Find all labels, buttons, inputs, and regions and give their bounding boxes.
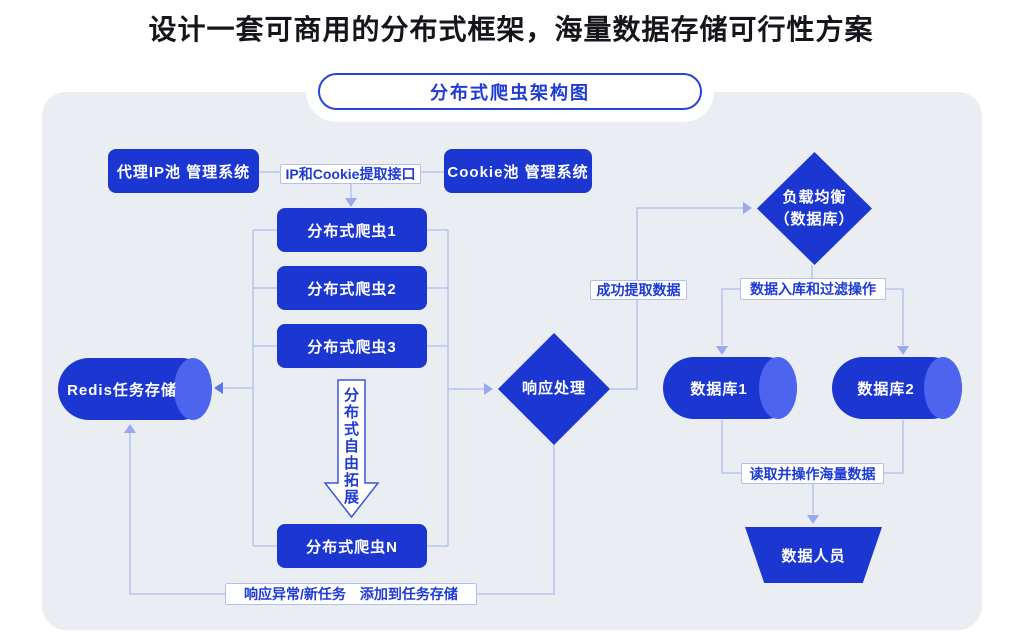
node-database-1-label: 数据库1 [690, 380, 748, 398]
edge-response-to-exception [477, 445, 555, 595]
cylinder-cap-icon [924, 357, 962, 419]
node-crawler-2: 分布式爬虫2 [277, 266, 427, 310]
label-success-extract: 成功提取数据 [590, 280, 687, 300]
label-ip-cookie-api: IP和Cookie提取接口 [280, 164, 421, 184]
expand-arrow-text: 分布式自由拓展 [342, 387, 359, 506]
node-data-staff: 数据人员 [745, 527, 882, 583]
node-redis-store: Redis任务存储 [58, 358, 212, 420]
label-exception-new-task: 响应异常/新任务 添加到任务存储 [225, 583, 477, 605]
edge-left-bracket [223, 229, 277, 547]
label-store-and-filter: 数据入库和过滤操作 [740, 278, 886, 300]
arrow-right-loadbalance-icon [743, 202, 752, 214]
edge-db2-to-readlabel [884, 420, 904, 474]
node-crawler-n: 分布式爬虫N [277, 524, 427, 568]
node-database-2: 数据库2 [832, 357, 962, 419]
arrow-right-response-icon [484, 383, 493, 395]
diagram-header: 分布式爬虫架构图 [318, 73, 702, 110]
cylinder-cap-icon [174, 358, 212, 420]
node-proxy-ip-pool: 代理IP池 管理系统 [108, 149, 259, 193]
edge-label-to-db2 [886, 288, 904, 345]
arrowheads [124, 198, 909, 524]
arrow-up-redis-icon [124, 424, 136, 433]
node-crawler-1: 分布式爬虫1 [277, 208, 427, 252]
edge-label-to-db1 [721, 288, 740, 345]
arrow-down-crawler1-icon [345, 198, 357, 207]
node-database-2-label: 数据库2 [857, 380, 915, 398]
node-redis-store-label: Redis任务存储 [67, 381, 177, 399]
arrow-down-db2-icon [897, 346, 909, 355]
cylinder-cap-icon [759, 357, 797, 419]
node-load-balancer-line2: （数据库） [774, 210, 855, 228]
page-title: 设计一套可商用的分布式框架，海量数据存储可行性方案 [148, 14, 874, 45]
node-crawler-3: 分布式爬虫3 [277, 324, 427, 368]
arrow-down-staff-icon [807, 515, 819, 524]
node-cookie-pool: Cookie池 管理系统 [444, 149, 592, 193]
node-load-balancer-line1: 负载均衡 [782, 188, 847, 206]
node-database-1: 数据库1 [663, 357, 797, 419]
edge-exception-to-redis [129, 433, 225, 595]
edge-right-bracket [427, 229, 484, 547]
arrow-left-redis-icon [214, 382, 223, 394]
arrow-down-db1-icon [716, 346, 728, 355]
expand-arrow-icon [323, 379, 380, 519]
edge-db1-to-readlabel [721, 420, 741, 474]
label-read-massive-data: 读取并操作海量数据 [741, 463, 884, 484]
